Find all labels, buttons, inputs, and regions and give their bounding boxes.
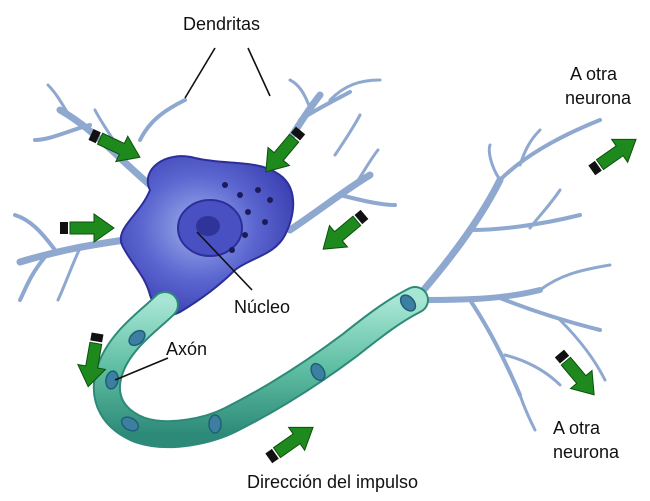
other-neuron-top-label-line2: neurona [565,88,631,109]
other-neuron-top-label-line1: A otra [570,64,617,85]
other-neuron-bottom-label-line2: neurona [553,442,619,463]
dendrites-label: Dendritas [183,14,260,35]
arrow-icon [261,416,321,470]
other-neuron-bottom-label-line1: A otra [553,418,600,439]
arrow-icon [549,344,605,403]
nucleus-label: Núcleo [234,297,290,318]
arrow-icon [60,214,114,242]
arrow-icon [85,122,146,170]
arrow-icon [584,128,644,182]
arrow-icon [314,204,373,260]
impulse-direction-label: Dirección del impulso [247,472,418,493]
axon-label: Axón [166,339,207,360]
